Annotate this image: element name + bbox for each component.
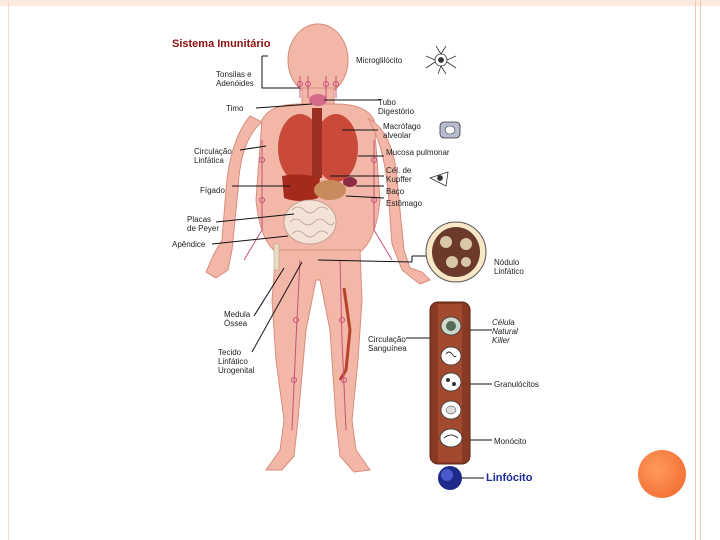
label-lymphatic-circulation: Circulação Linfática xyxy=(194,147,232,165)
blood-vessel-panel xyxy=(430,302,470,464)
kupffer-cell-icon xyxy=(430,172,448,186)
trachea xyxy=(312,108,322,178)
label-monocyte: Monócito xyxy=(494,437,526,446)
label-liver: Fígado xyxy=(200,186,225,195)
label-pulmonary-mucosa: Mucosa pulmonar xyxy=(386,148,450,157)
label-lymph-node: Nódulo Linfático xyxy=(494,258,524,276)
label-blood-circulation: Circulação Sanguínea xyxy=(368,335,407,353)
label-granulocytes: Granulócitos xyxy=(494,380,539,389)
stomach-organ xyxy=(314,180,346,200)
spleen-organ xyxy=(343,177,357,187)
label-thymus: Timo xyxy=(226,104,243,113)
label-alveolar-macrophage: Macrófago alveolar xyxy=(383,122,421,140)
label-kupffer: Cél. de Kupffer xyxy=(386,166,412,184)
monocyte-icon xyxy=(440,429,462,447)
label-peyer: Placas de Peyer xyxy=(187,215,219,233)
granulocyte-icon-2 xyxy=(441,373,461,391)
label-tonsils: Tonsilas e Adenóides xyxy=(216,70,254,88)
bone-marrow-femur xyxy=(274,244,279,270)
label-lymphocyte: Linfócito xyxy=(486,472,532,484)
label-nk-cell: Célula Natural Killer xyxy=(492,318,518,345)
label-microglia: Microglilócito xyxy=(356,56,402,65)
label-bone-marrow: Medula Óssea xyxy=(224,310,250,328)
intestines xyxy=(284,200,336,244)
label-urogenital: Tecido Linfático Urogenital xyxy=(218,348,254,375)
microglia-icon xyxy=(426,46,456,74)
human-body xyxy=(206,24,430,472)
label-spleen: Baço xyxy=(386,187,404,196)
label-stomach: Estômago xyxy=(386,199,422,208)
lymphocyte-icon xyxy=(438,466,462,490)
alveolar-macrophage-icon xyxy=(440,122,460,138)
lymph-node-icon xyxy=(426,222,486,282)
label-digestive-tube: Tubo Digestório xyxy=(378,98,414,116)
label-appendix: Apêndice xyxy=(172,240,205,249)
granulocyte-icon-1 xyxy=(441,347,461,365)
diagram-title: Sistema Imunitário xyxy=(172,38,270,50)
liver-organ xyxy=(282,174,320,201)
